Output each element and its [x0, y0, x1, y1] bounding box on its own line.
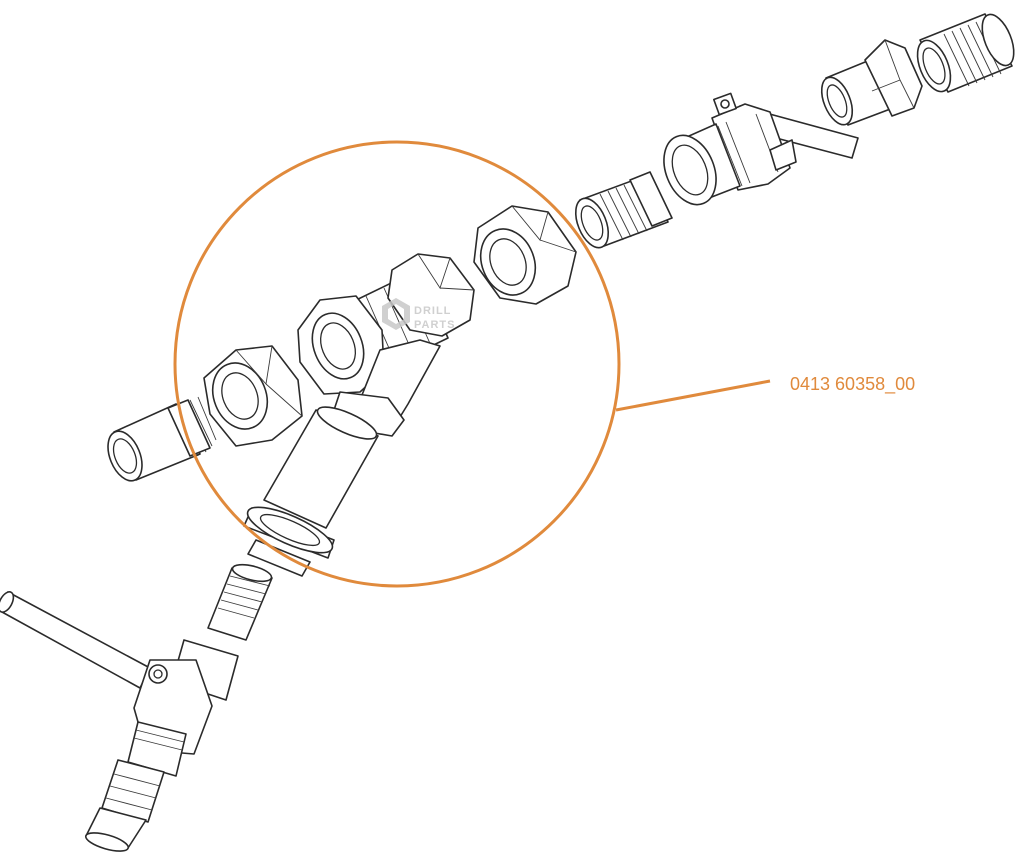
y-strainer-body: [297, 253, 475, 437]
threaded-nipple-middle: [574, 171, 673, 249]
callout-leader-line: [615, 379, 771, 412]
threaded-nipple-top-right: [916, 13, 1015, 93]
threaded-nipple-left: [107, 396, 217, 482]
hex-union-fitting-right: [820, 39, 923, 126]
hex-nut-upper: [473, 205, 577, 305]
callout-circle: [173, 140, 621, 588]
drillparts-watermark: DRILL PARTS: [382, 298, 455, 331]
watermark-line2: PARTS: [414, 319, 455, 331]
drillparts-logo-icon: [382, 298, 410, 330]
hex-nut-lower: [203, 345, 303, 447]
threaded-nipple-lower: [207, 563, 273, 641]
part-number-label: 0413 60358_00: [790, 374, 915, 395]
ball-valve-top: [663, 92, 859, 206]
watermark-line1: DRILL: [414, 305, 451, 317]
callout-highlight: [173, 140, 771, 588]
strainer-screen-tube: [243, 406, 379, 577]
ball-valve-lower: [0, 591, 239, 777]
quick-coupler-bottom: [84, 759, 165, 852]
